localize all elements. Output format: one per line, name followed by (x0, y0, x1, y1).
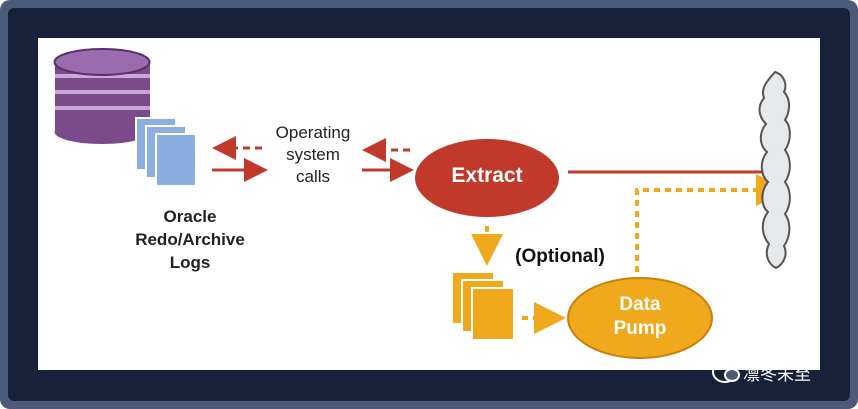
data-pump-label: Data Pump (572, 293, 708, 341)
extract-node (415, 139, 559, 217)
watermark: 凛冬未至 (712, 360, 811, 384)
extract-label: Extract (451, 164, 523, 187)
logs-line: Redo/Archive (135, 230, 245, 249)
wechat-icon (712, 361, 740, 383)
os-calls-line: system (286, 145, 340, 164)
log-documents-icon (135, 117, 197, 187)
os-calls-line: calls (295, 167, 330, 186)
watermark-text: 凛冬未至 (743, 364, 811, 384)
network-cloud-icon (758, 70, 791, 270)
trail-documents-icon (451, 271, 515, 341)
os-calls-line: Operating (275, 123, 351, 142)
logs-line: Oracle (163, 207, 217, 226)
dashed-arrow-pump-to-network (635, 174, 788, 272)
optional-label: (Optional) (515, 246, 605, 267)
database-icon (53, 48, 151, 144)
data-pump-node (567, 277, 713, 359)
pump-line: Data (619, 294, 661, 315)
logs-line: Logs (169, 253, 211, 272)
redo-logs-label: Oracle Redo/Archive Logs (125, 205, 255, 274)
pump-line: Pump (613, 318, 667, 339)
os-calls-label: Operating system calls (248, 122, 378, 188)
